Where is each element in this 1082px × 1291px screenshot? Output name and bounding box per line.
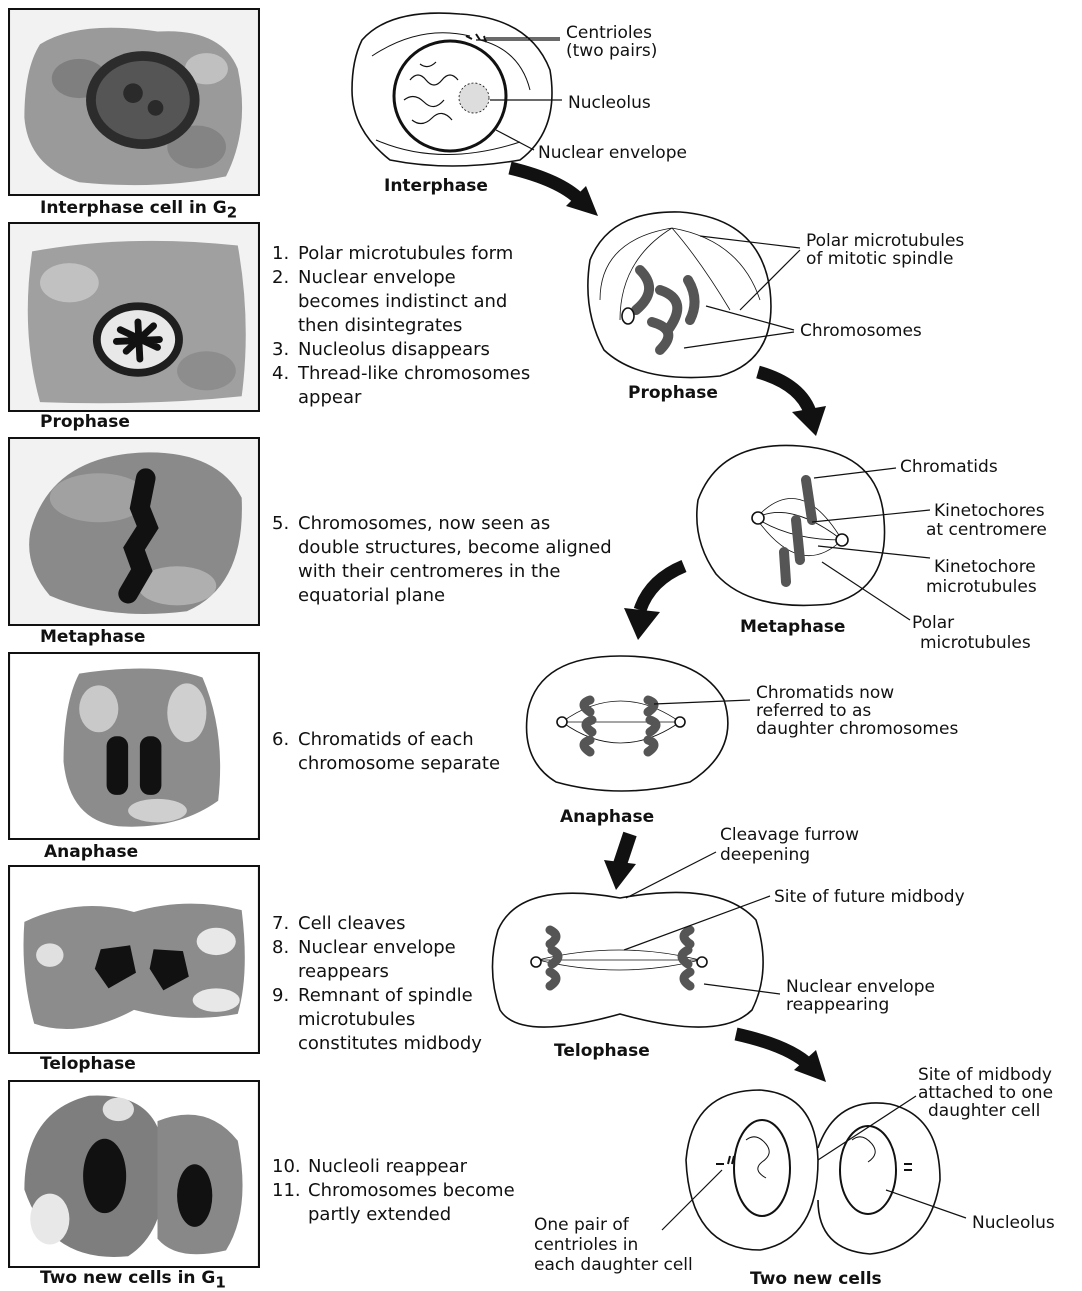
micrograph-two-new-cells (10, 1082, 258, 1266)
micrograph-telophase (10, 867, 258, 1052)
label-nucleolus-2: Nucleolus (972, 1213, 1055, 1233)
label-chromatids: Chromatids (900, 457, 998, 477)
arrowhead (604, 860, 636, 890)
telophase-leaders (624, 852, 780, 994)
label-one-pair-of: One pair of (534, 1215, 630, 1235)
anaphase-cell (527, 656, 728, 791)
label-kinetochore: Kinetochore (934, 557, 1036, 577)
label-polar-microtubules: Polar microtubules (806, 231, 964, 251)
step-item: 11.Chromosomes become partly extended (272, 1179, 542, 1227)
stage-interphase: Interphase (384, 176, 488, 196)
label-cleavage-furrow: Cleavage furrow (720, 825, 859, 845)
arrow-interphase-prophase (510, 168, 580, 200)
stage-anaphase: Anaphase (560, 807, 654, 827)
label-daughter-cell: daughter cell (928, 1101, 1040, 1121)
step-item: 10.Nucleoli reappear (272, 1155, 542, 1179)
label-each-daughter-cell: each daughter cell (534, 1255, 693, 1275)
label-nuclear-envelope: Nuclear envelope (538, 143, 687, 163)
stage-metaphase: Metaphase (740, 617, 845, 637)
new-cells-leaders (662, 1096, 966, 1230)
arrowhead (794, 1050, 826, 1082)
photo-metaphase (8, 437, 260, 626)
label-referred-to-as: referred to as (756, 701, 871, 721)
steps-metaphase: 5.Chromosomes, now seen as double struct… (272, 512, 617, 608)
arrow-metaphase-anaphase (640, 566, 684, 610)
photo-anaphase (8, 652, 260, 840)
step-item: 6.Chromatids of each chromosome separate (272, 728, 532, 776)
anaphase-leader (654, 700, 750, 704)
steps-telophase: 7.Cell cleaves 8.Nuclear envelope reappe… (272, 912, 512, 1056)
caption-interphase: Interphase cell in G2 (40, 198, 237, 221)
two-new-cells (686, 1090, 940, 1254)
label-polar-microtubules-2: microtubules (920, 633, 1031, 653)
label-daughter-chromosomes: daughter chromosomes (756, 719, 958, 739)
caption-telophase: Telophase (40, 1054, 136, 1074)
label-chromosomes: Chromosomes (800, 321, 922, 341)
label-chromatids-now: Chromatids now (756, 683, 894, 703)
label-kinetochores: Kinetochores (934, 501, 1045, 521)
arrowhead (792, 406, 826, 436)
caption-two-new-cells: Two new cells in G1 (40, 1268, 226, 1291)
stage-telophase: Telophase (554, 1041, 650, 1061)
steps-new-cells: 10.Nucleoli reappear 11.Chromosomes beco… (272, 1155, 542, 1227)
steps-prophase: 1.Polar microtubules form 2.Nuclear enve… (272, 242, 572, 410)
stage-prophase: Prophase (628, 383, 718, 403)
metaphase-cell (697, 445, 885, 605)
label-at-centromere: at centromere (926, 520, 1047, 540)
label-nucleolus: Nucleolus (568, 93, 651, 113)
metaphase-leaders (812, 468, 930, 620)
arrow-prophase-metaphase (758, 372, 810, 412)
label-reappearing: reappearing (786, 995, 889, 1015)
step-item: 3.Nucleolus disappears (272, 338, 572, 362)
label-mitotic-spindle: of mitotic spindle (806, 249, 953, 269)
label-centrioles: Centrioles (566, 23, 652, 43)
micrograph-prophase (10, 224, 258, 410)
micrograph-interphase (10, 10, 258, 194)
steps-anaphase: 6.Chromatids of each chromosome separate (272, 728, 532, 776)
caption-anaphase: Anaphase (44, 842, 138, 862)
photo-prophase (8, 222, 260, 412)
label-polar: Polar (912, 613, 954, 633)
prophase-leaders (684, 236, 800, 348)
label-deepening: deepening (720, 845, 810, 865)
photo-interphase (8, 8, 260, 196)
arrow-telophase-new-cells (736, 1034, 810, 1066)
interphase-leaders (476, 38, 562, 150)
label-kinetochore-microtubules: microtubules (926, 577, 1037, 597)
telophase-cell (492, 892, 763, 1027)
step-item: 2.Nuclear envelope becomes indistinct an… (272, 266, 538, 338)
prophase-cell (588, 212, 771, 378)
step-item: 9.Remnant of spindle microtubules consti… (272, 984, 512, 1056)
label-centrioles-pairs: (two pairs) (566, 41, 657, 61)
interphase-cell (352, 13, 552, 166)
label-future-midbody: Site of future midbody (774, 887, 965, 907)
arrowhead (624, 608, 660, 640)
step-item: 5.Chromosomes, now seen as double struct… (272, 512, 617, 608)
step-item: 8.Nuclear envelope reappears (272, 936, 512, 984)
stage-two-new-cells: Two new cells (750, 1269, 882, 1289)
photo-two-new-cells (8, 1080, 260, 1268)
arrowhead (566, 186, 598, 216)
micrograph-metaphase (10, 439, 258, 624)
arrow-anaphase-telophase (620, 834, 630, 864)
step-item: 1.Polar microtubules form (272, 242, 572, 266)
step-item: 4.Thread-like chromosomes appear (272, 362, 588, 410)
label-nuclear-envelope-2: Nuclear envelope (786, 977, 935, 997)
micrograph-anaphase (10, 654, 258, 838)
label-attached-to-one: attached to one (918, 1083, 1053, 1103)
label-site-of-midbody: Site of midbody (918, 1065, 1052, 1085)
caption-metaphase: Metaphase (40, 627, 145, 647)
caption-prophase: Prophase (40, 412, 130, 432)
label-centrioles-in: centrioles in (534, 1235, 638, 1255)
photo-telophase (8, 865, 260, 1054)
step-item: 7.Cell cleaves (272, 912, 512, 936)
